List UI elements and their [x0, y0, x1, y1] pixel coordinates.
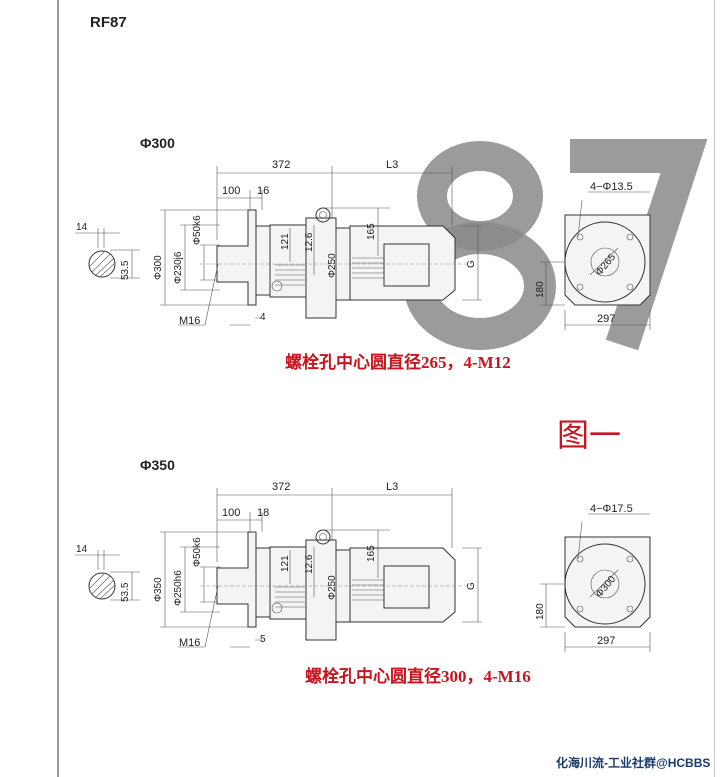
dim-100: 100	[222, 507, 240, 519]
note-phi350: 螺栓孔中心圆直径300，4-M16	[305, 667, 531, 686]
drawing-phi350: Φ350 372 L3 100 18 14 53.5 Φ350 Φ250h6 Φ…	[75, 457, 651, 652]
drawing-phi300: Φ300 372 L3 100 16 14 53.5 Φ300 Φ230j6 Φ…	[75, 135, 651, 330]
page-border-right	[714, 0, 715, 777]
dim-shaft: Φ50k6	[192, 537, 203, 567]
page-border-left	[57, 0, 59, 777]
dim-m16: M16	[179, 637, 200, 649]
dim-297: 297	[597, 313, 615, 325]
dim-g: G	[466, 582, 477, 590]
dim-297: 297	[597, 635, 615, 647]
dim-key-height: 53.5	[120, 260, 131, 280]
dim-bolt-holes: 4−Φ17.5	[590, 503, 633, 515]
dim-flange-thk: 16	[257, 185, 269, 197]
dim-key-height: 53.5	[120, 582, 131, 602]
dim-372: 372	[272, 159, 290, 171]
dim-121: 121	[280, 233, 291, 250]
dim-spigot: Φ230j6	[173, 251, 184, 284]
dim-flange-diameter: Φ300	[153, 255, 164, 280]
dim-372: 372	[272, 481, 290, 493]
figure-label: 图一	[557, 417, 622, 453]
dim-180: 180	[535, 281, 546, 298]
dim-spigot: Φ250h6	[173, 570, 184, 606]
dim-flange-thk: 18	[257, 507, 269, 519]
dim-l3: L3	[386, 159, 398, 171]
dim-flange-diameter: Φ350	[153, 577, 164, 602]
dim-g: G	[466, 260, 477, 268]
note-phi300: 螺栓孔中心圆直径265，4-M12	[285, 353, 511, 372]
dim-shoulder: 5	[260, 634, 266, 645]
dim-165: 165	[366, 223, 377, 240]
dim-12-6: 12.6	[304, 232, 315, 252]
dim-m16: M16	[179, 315, 200, 327]
dim-180: 180	[535, 603, 546, 620]
dim-key-width: 14	[76, 222, 88, 233]
flange-size-label: Φ350	[140, 457, 175, 473]
dim-shaft: Φ50k6	[192, 215, 203, 245]
dim-bolt-holes: 4−Φ13.5	[590, 181, 633, 193]
dim-12-6: 12.6	[304, 554, 315, 574]
dim-l3: L3	[386, 481, 398, 493]
flange-size-label: Φ300	[140, 135, 175, 151]
model-title: RF87	[90, 14, 127, 31]
dim-165: 165	[366, 545, 377, 562]
dim-shoulder: 4	[260, 312, 266, 323]
dim-key-width: 14	[76, 544, 88, 555]
dim-100: 100	[222, 185, 240, 197]
dim-250: Φ250	[327, 575, 338, 600]
dim-250: Φ250	[327, 253, 338, 278]
dim-121: 121	[280, 555, 291, 572]
site-watermark: 化海川流-工业社群@HCBBS	[556, 754, 711, 771]
